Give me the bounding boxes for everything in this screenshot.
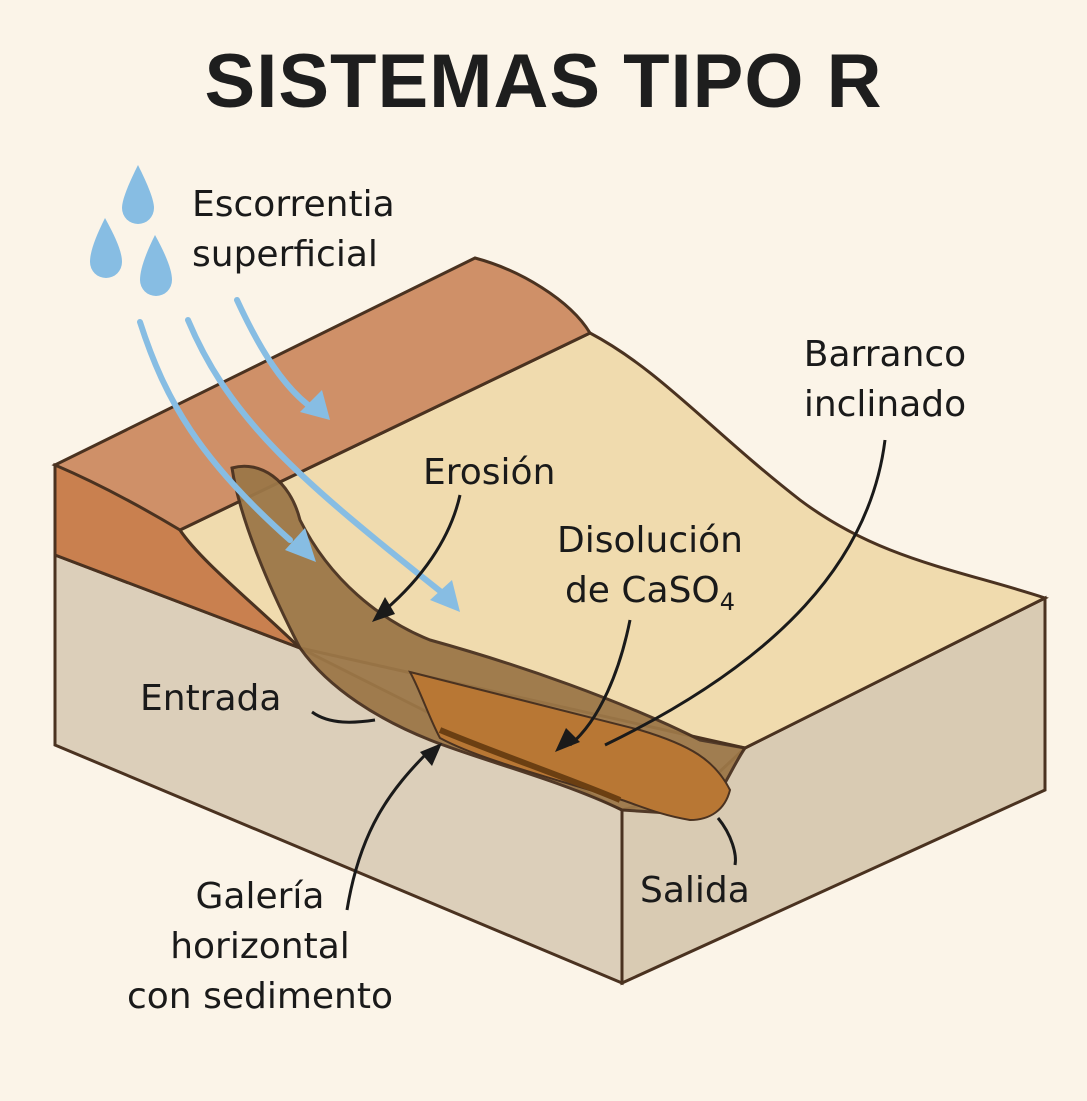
water-drop-icon <box>140 235 172 296</box>
runoff-arrow <box>185 317 448 598</box>
label-erosion: Erosión <box>423 452 556 493</box>
salida-leader <box>716 817 737 866</box>
label-disolucion-line1: Disolución <box>557 520 743 561</box>
disolucion-leader <box>569 619 632 747</box>
label-escorrentia: Escorrentia superficial <box>192 180 395 280</box>
erosion-leader <box>384 494 462 612</box>
runoff-arrowhead <box>430 580 460 612</box>
sediment-layer <box>438 727 622 803</box>
label-barranco-line1: Barranco <box>803 334 967 375</box>
runoff-arrow <box>234 297 318 413</box>
runoff-arrowhead <box>285 528 316 562</box>
label-escorrentia-line1: Escorrentia <box>192 184 395 225</box>
label-disolucion-formula: de CaSO <box>564 570 720 611</box>
entrada-leader <box>311 710 376 724</box>
water-drop-icon <box>122 165 154 224</box>
runoff-arrowhead <box>300 390 330 420</box>
diagram-title: SISTEMAS TIPO R <box>204 39 883 124</box>
erosion-arrowhead <box>372 597 395 622</box>
water-drop-icon <box>90 218 122 278</box>
label-salida: Salida <box>640 870 750 911</box>
runoff-arrow <box>137 319 293 543</box>
disolucion-arrowhead <box>555 728 580 752</box>
galeria-leader <box>345 748 432 911</box>
label-disolucion: Disolución de CaSO4 <box>540 516 760 627</box>
label-galeria-line1: Galería <box>195 876 325 917</box>
label-disolucion-subscript: 4 <box>719 588 736 617</box>
barranco-leader <box>604 439 887 747</box>
label-barranco-line2: inclinado <box>803 384 967 425</box>
label-galeria-line3: con sedimento <box>126 976 393 1017</box>
label-escorrentia-line2: superficial <box>192 234 378 275</box>
label-galeria: Galería horizontal con sedimento <box>100 872 420 1022</box>
label-entrada: Entrada <box>140 678 282 719</box>
label-galeria-line2: horizontal <box>170 926 350 967</box>
label-barranco: Barranco inclinado <box>795 330 975 430</box>
galeria-arrowhead <box>420 743 442 766</box>
label-disolucion-line2: de CaSO4 <box>540 566 760 627</box>
